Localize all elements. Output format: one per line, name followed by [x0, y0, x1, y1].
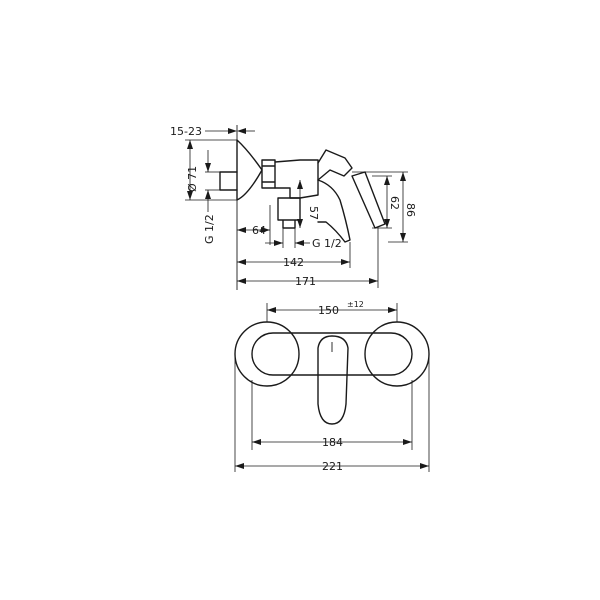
- dim-connection-depth: 15-23: [170, 125, 255, 138]
- dim-outlet-thread: G 1/2: [265, 228, 342, 250]
- dim-height-57: 57: [297, 180, 320, 228]
- front-view: 150 ±12 184 221: [234, 300, 430, 473]
- dim-offset-64-label: 64: [252, 224, 266, 237]
- dim-depth-142-label: 142: [283, 256, 304, 269]
- dim-rosette-diameter-label: Ø 71: [186, 166, 199, 192]
- dim-thread-inlet: G 1/2: [203, 150, 220, 244]
- dim-height-62-label: 62: [388, 196, 401, 210]
- lever-profile: [351, 171, 386, 229]
- hex-nut: [261, 159, 276, 189]
- lever-front: [317, 335, 349, 425]
- mixer-body: [251, 332, 413, 376]
- rosette-outline: [236, 139, 263, 201]
- dim-height-86-label: 86: [404, 203, 417, 217]
- spout-body: [317, 179, 351, 243]
- dim-total-width: 221: [234, 354, 430, 473]
- left-rosette: [234, 321, 300, 387]
- right-rosette: [364, 321, 430, 387]
- lever-handle: [317, 149, 353, 181]
- dim-rosette-diameter: Ø 71: [185, 139, 237, 201]
- outlet-fitting: [277, 197, 301, 229]
- dim-connection-depth-label: 15-23: [170, 125, 202, 138]
- dim-center-distance: 150 ±12: [266, 300, 398, 322]
- dim-depth-171-label: 171: [295, 275, 316, 288]
- valve-body: [274, 159, 319, 199]
- dim-depth-142: 142: [237, 242, 351, 269]
- dim-height-86: 86: [352, 171, 417, 243]
- dim-center-distance-label: 150: [318, 304, 339, 317]
- dim-total-width-label: 221: [322, 460, 343, 473]
- dim-height-62: 62: [372, 175, 401, 229]
- dim-offset-64: 64: [237, 205, 271, 245]
- dim-height-57-label: 57: [307, 206, 320, 220]
- dim-depth-171: 171: [237, 228, 379, 288]
- dim-body-width-label: 184: [322, 436, 343, 449]
- dim-body-width: 184: [251, 380, 413, 450]
- dim-outlet-thread-label: G 1/2: [312, 237, 342, 250]
- inlet-pipe: [219, 171, 238, 191]
- dim-thread-inlet-label: G 1/2: [203, 214, 216, 244]
- dim-tolerance-label: ±12: [347, 300, 364, 309]
- side-view: 15-23 Ø 71 G 1/2 64: [170, 125, 417, 290]
